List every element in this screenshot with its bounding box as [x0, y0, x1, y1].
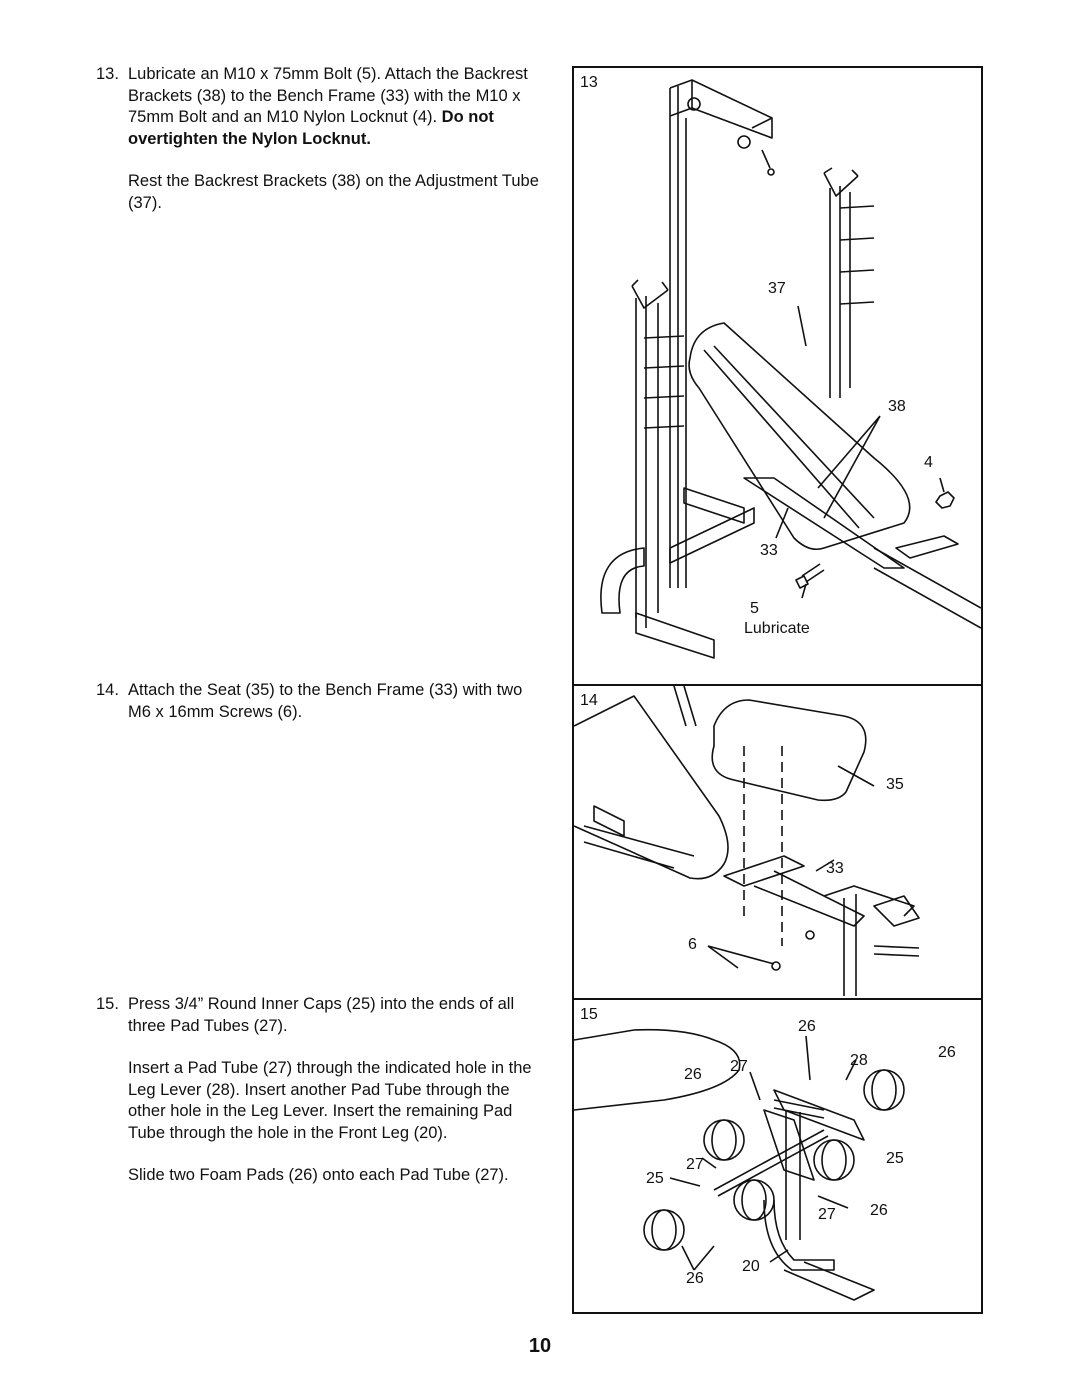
callout-27: 27 — [818, 1206, 836, 1223]
callout-4: 4 — [924, 454, 933, 471]
step-13-paragraph-2: Rest the Backrest Brackets (38) on the A… — [128, 172, 539, 212]
seat-attachment-illustration — [574, 686, 920, 996]
callout-37: 37 — [768, 280, 786, 297]
callout-26: 26 — [870, 1202, 888, 1219]
step-15-paragraph-1: Press 3/4” Round Inner Caps (25) into th… — [128, 995, 515, 1035]
step-13-warning: Do not overtighten the Nylon Locknut. — [128, 108, 494, 148]
step-15-instructions: 15. Press 3/4” Round Inner Caps (25) int… — [96, 994, 546, 1187]
step-13-paragraph-1: Lubricate an M10 x 75mm Bolt (5). Attach… — [128, 64, 546, 150]
callout-28: 28 — [850, 1052, 868, 1069]
step-14-paragraph-1: Attach the Seat (35) to the Bench Frame … — [128, 681, 523, 721]
callout-5: 5 — [750, 600, 759, 617]
lubricate-label: Lubricate — [744, 620, 810, 637]
callout-27: 27 — [686, 1156, 704, 1173]
figure-13-number: 13 — [580, 74, 598, 91]
callout-27: 27 — [730, 1058, 748, 1075]
page-number: 10 — [528, 1335, 552, 1357]
step-15-paragraph-3: Slide two Foam Pads (26) onto each Pad T… — [128, 1166, 509, 1184]
figure-15-number: 15 — [580, 1006, 598, 1023]
step-number: 15. — [96, 995, 119, 1013]
callout-25: 25 — [886, 1150, 904, 1167]
step-number: 13. — [96, 65, 119, 83]
step-13-instructions: 13. Lubricate an M10 x 75mm Bolt (5). At… — [96, 64, 546, 214]
callout-26: 26 — [686, 1270, 704, 1287]
callout-35: 35 — [886, 776, 904, 793]
callout-33: 33 — [826, 860, 844, 877]
callout-38: 38 — [888, 398, 906, 415]
callout-20: 20 — [742, 1258, 760, 1275]
figure-14-number: 14 — [580, 692, 598, 709]
figure-15: 15 26 26 27 28 26 27 25 25 27 26 26 20 — [572, 998, 983, 1314]
step-15-paragraph-2: Insert a Pad Tube (27) through the indic… — [128, 1059, 532, 1142]
callout-6: 6 — [688, 936, 697, 953]
callout-26: 26 — [684, 1066, 702, 1083]
figure-13: 13 37 38 4 33 5 Lubricate — [572, 66, 983, 686]
step-14-instructions: 14. Attach the Seat (35) to the Bench Fr… — [96, 680, 546, 723]
figure-14: 14 35 33 6 — [572, 684, 983, 1000]
weight-bench-backrest-illustration — [600, 79, 981, 659]
step-13-text: Lubricate an M10 x 75mm Bolt (5). Attach… — [128, 65, 528, 126]
callout-26: 26 — [798, 1018, 816, 1035]
step-number: 14. — [96, 681, 119, 699]
leg-lever-pads-illustration — [574, 1028, 905, 1301]
callout-33: 33 — [760, 542, 778, 559]
callout-26: 26 — [938, 1044, 956, 1061]
callout-25: 25 — [646, 1170, 664, 1187]
